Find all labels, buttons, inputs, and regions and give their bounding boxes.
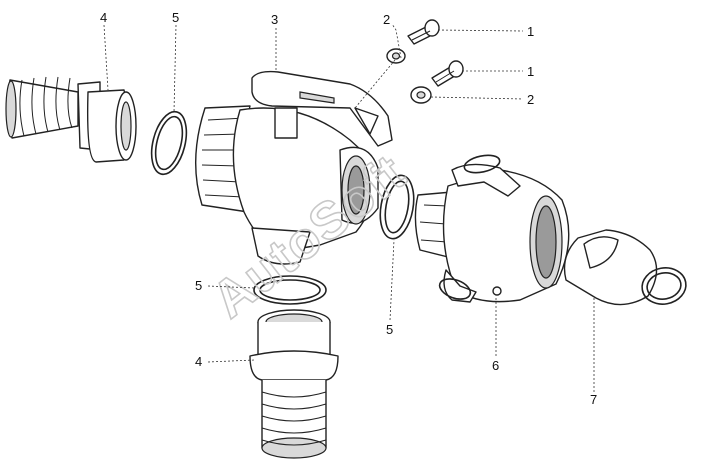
- ball-valve-body: [194, 70, 393, 265]
- callout-6: 6: [492, 358, 499, 373]
- bolt-upper: [407, 19, 440, 45]
- bolt-lower: [431, 60, 464, 87]
- callout-2-upper: 2: [383, 12, 390, 27]
- callout-5-right: 5: [386, 322, 393, 337]
- callout-1-upper: 1: [527, 24, 534, 39]
- dust-cap: [563, 229, 687, 306]
- leader-lines: [103, 23, 595, 392]
- washer-upper: [386, 48, 406, 64]
- o-ring-bottom: [253, 275, 327, 305]
- hose-tail-top-left: [5, 76, 137, 163]
- washer-lower: [410, 86, 432, 104]
- callout-labels: 1 1 2 2 3 4 4 5 5 5 6 7: [100, 10, 597, 407]
- callout-3: 3: [271, 12, 278, 27]
- hose-tail-bottom: [249, 309, 339, 459]
- o-ring-right: [379, 174, 415, 240]
- callout-4-top: 4: [100, 10, 107, 25]
- callout-2-lower: 2: [527, 92, 534, 107]
- callout-1-lower: 1: [527, 64, 534, 79]
- callout-7: 7: [590, 392, 597, 407]
- callout-5-bottom: 5: [195, 278, 202, 293]
- callout-4-bottom: 4: [195, 354, 202, 369]
- camlock-coupling: [414, 154, 570, 303]
- callout-5-top: 5: [172, 10, 179, 25]
- o-ring-top-left: [150, 110, 188, 176]
